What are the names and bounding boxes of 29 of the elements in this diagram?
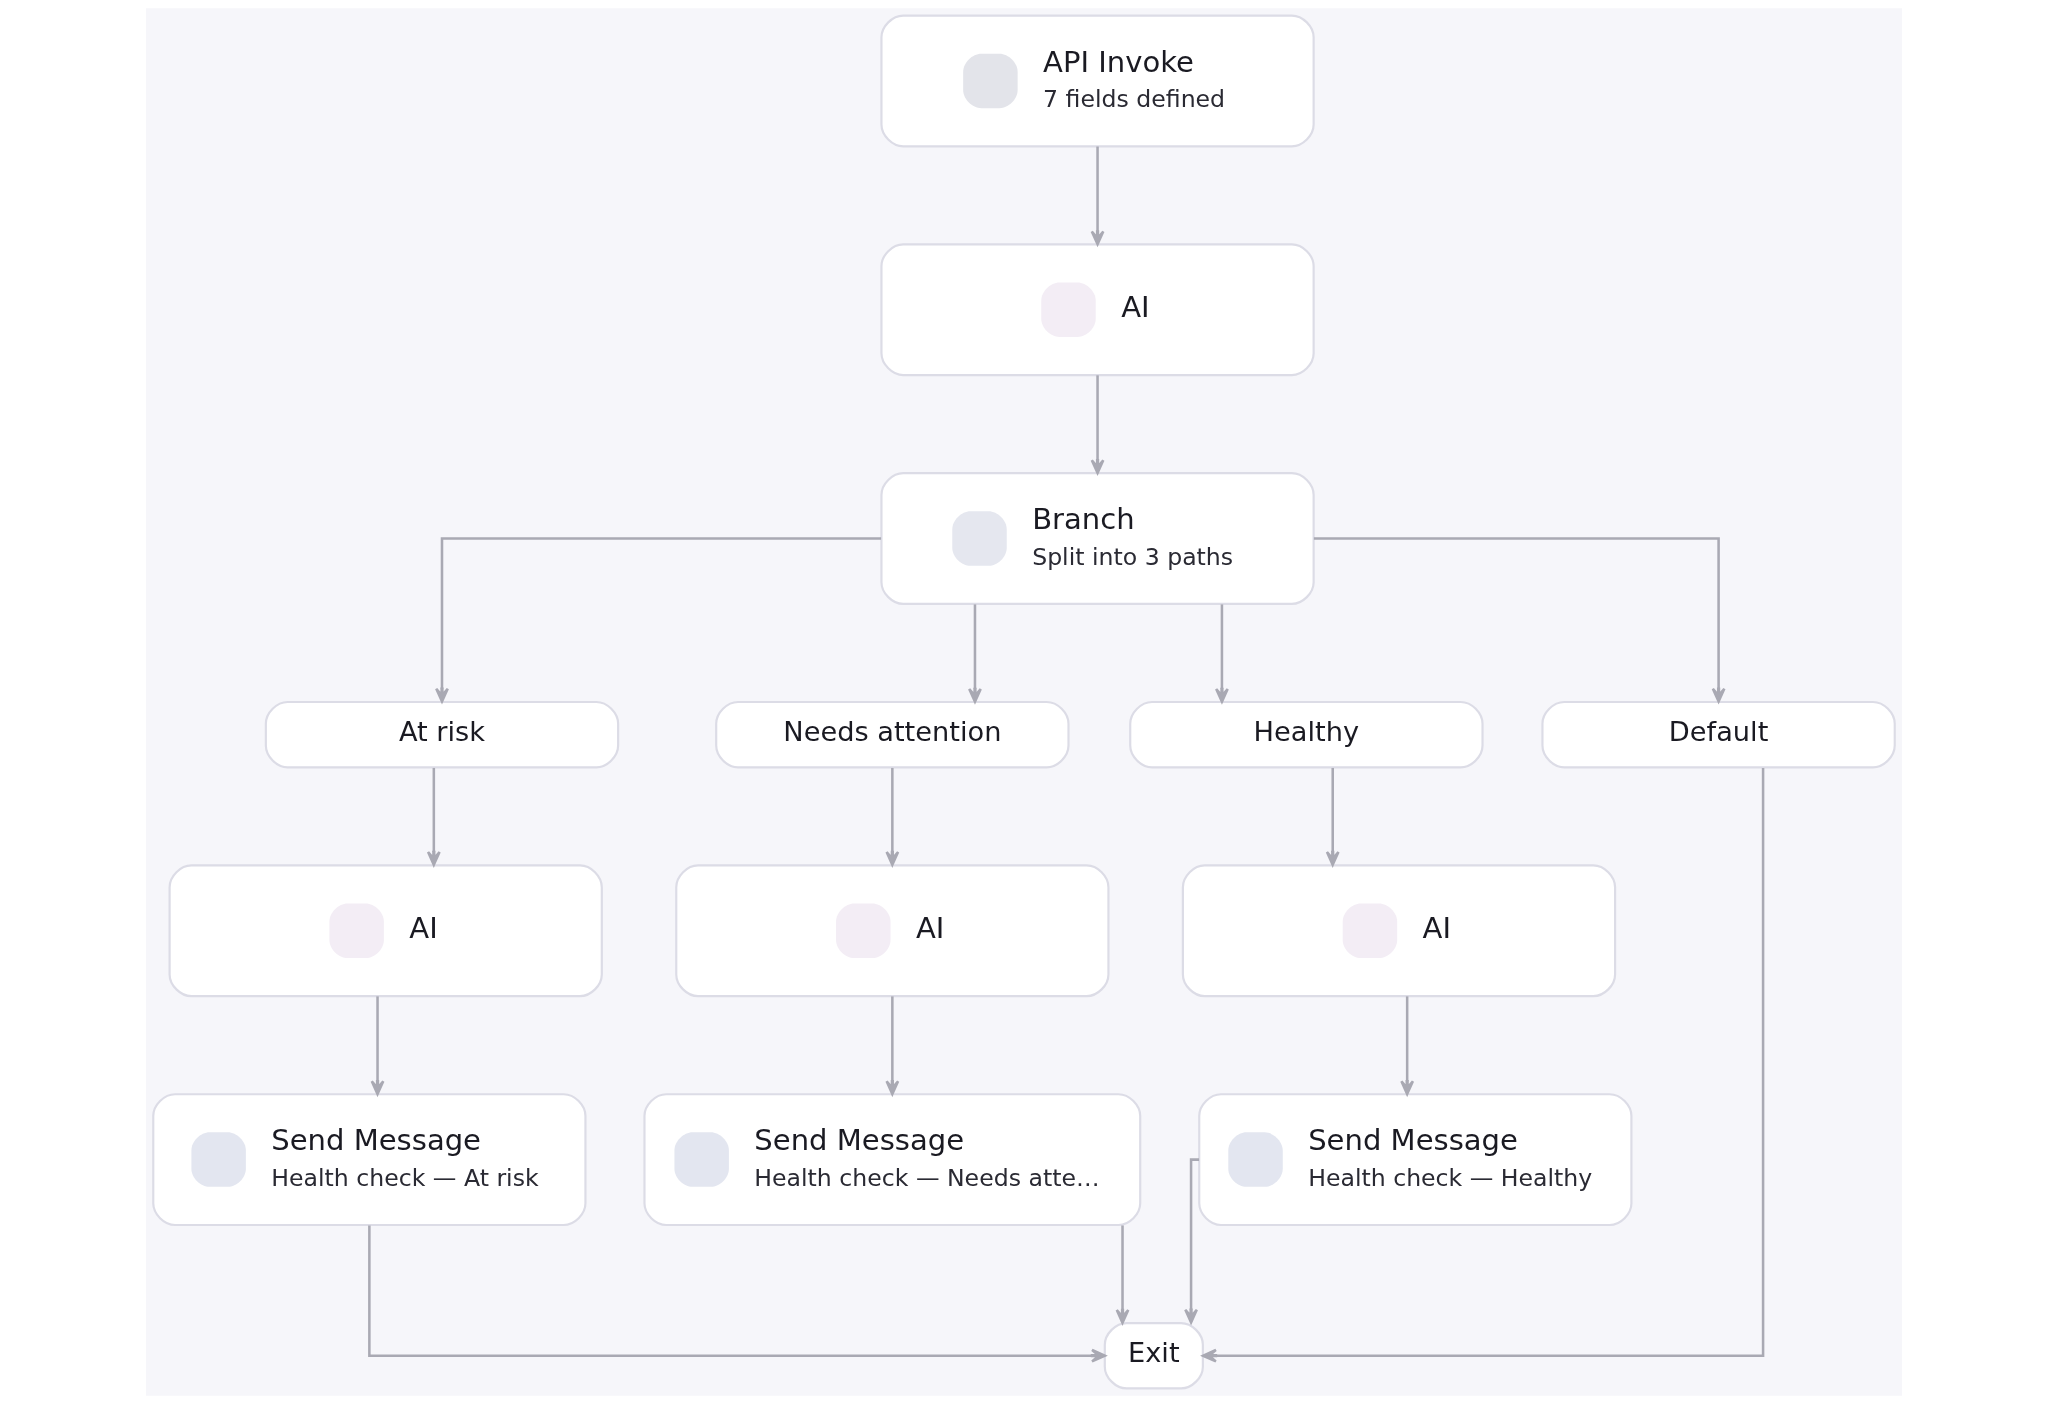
node-box: Send Message Health check — At risk [152, 1093, 587, 1227]
arrow [370, 996, 385, 1096]
arrow [885, 996, 900, 1096]
node-box: Needs attention [715, 700, 1070, 769]
arrow [1400, 996, 1415, 1096]
node-box: At risk [264, 700, 620, 769]
node-box: AI [675, 864, 1110, 998]
node-box: AI [168, 864, 603, 998]
node-box: AI [880, 243, 1315, 377]
node-box: Send Message Health check — Needs atte… [643, 1093, 1142, 1227]
node-box: AI [1181, 864, 1617, 998]
arrow [1325, 767, 1340, 867]
arrow [1201, 768, 1765, 1363]
arrow [1090, 146, 1105, 246]
node-box: API Invoke 7 fields defined [880, 14, 1315, 148]
arrow [1115, 1225, 1130, 1325]
node-box: Exit [1103, 1321, 1204, 1390]
arrow [368, 1225, 1107, 1363]
arrow [1214, 604, 1229, 703]
node-box: Healthy [1129, 700, 1484, 769]
arrow [885, 767, 900, 867]
arrow [1090, 375, 1105, 475]
arrow [426, 767, 441, 867]
arrow [968, 604, 982, 703]
node-box: Branch Split into 3 paths [880, 472, 1315, 606]
node-box: Send Message Health check — Healthy [1198, 1093, 1633, 1227]
node-box: Default [1541, 700, 1896, 769]
arrow [1313, 537, 1726, 703]
arrow [435, 537, 882, 703]
